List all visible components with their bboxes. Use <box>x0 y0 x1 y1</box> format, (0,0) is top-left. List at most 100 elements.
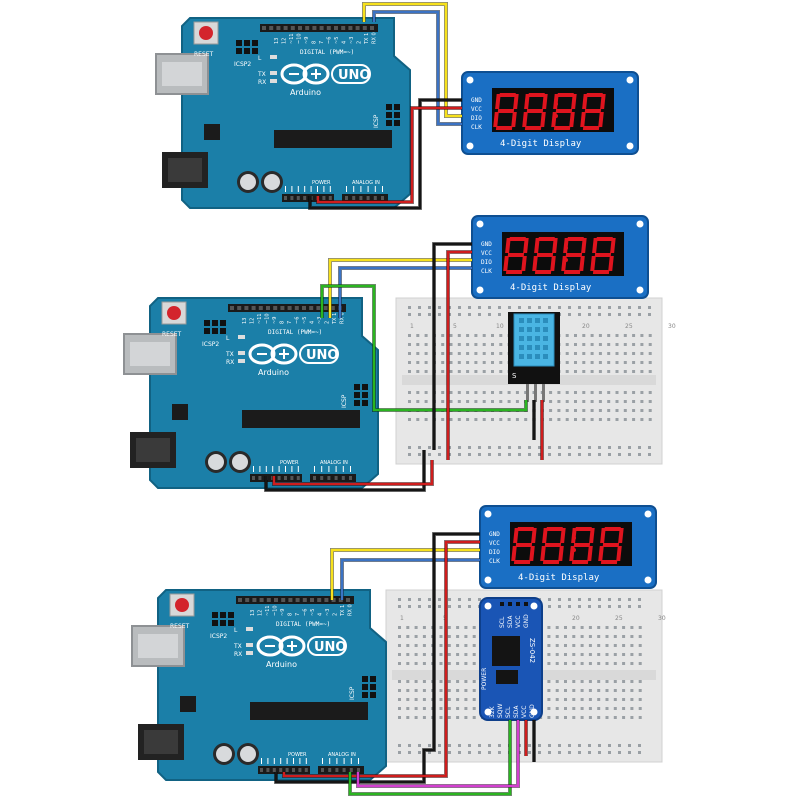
icsp-label: ICSP <box>373 114 380 128</box>
pin-number: 4 <box>310 321 316 324</box>
power-header <box>258 766 310 774</box>
atmega-chip <box>250 702 368 720</box>
segment <box>569 112 575 127</box>
rtc-bottom-pin-label: GND <box>529 704 536 718</box>
mount-hole <box>636 220 644 228</box>
icsp2-label: ICSP2 <box>210 633 227 640</box>
infinity-logo-left <box>248 343 276 365</box>
uno-badge <box>299 344 339 364</box>
infinity-logo-right <box>278 635 306 657</box>
segment <box>582 94 588 109</box>
segment <box>542 94 548 109</box>
segment <box>507 253 525 257</box>
wire-dio-1 <box>372 10 462 126</box>
pin-number: TX 1 <box>332 313 338 325</box>
segment <box>590 256 596 271</box>
segment <box>604 527 621 531</box>
brand-label: Arduino <box>290 88 321 97</box>
pin-number: ~9 <box>304 37 310 44</box>
analog-label: ANALOG IN <box>352 180 380 186</box>
uno-label: UNO <box>306 348 339 363</box>
segment <box>531 528 537 543</box>
wire-clk-3 <box>330 548 480 600</box>
display-pin-label: GND <box>489 531 500 538</box>
segment <box>571 560 589 564</box>
analog-header <box>342 194 388 202</box>
segment <box>505 238 511 253</box>
uno-label: UNO <box>338 68 371 83</box>
column-number: 20 <box>572 615 580 622</box>
wire-sda-3 <box>356 720 520 788</box>
pin-number: 12 <box>258 610 264 616</box>
segment <box>495 94 501 109</box>
pin-number: 7 <box>319 41 325 44</box>
segment <box>493 112 499 127</box>
regulator-chip <box>204 124 220 140</box>
wire-gnd-1 <box>308 98 462 210</box>
pin-number: ~9 <box>280 609 286 616</box>
mount-hole <box>466 142 474 150</box>
analog-label: ANALOG IN <box>320 460 348 466</box>
rtc-bottom-pin-label: 32K <box>489 705 496 718</box>
segment <box>581 238 587 253</box>
segment <box>542 560 560 564</box>
segment <box>524 126 542 130</box>
segment <box>509 237 526 241</box>
rtc-chip-label: ZS-042 <box>528 638 536 663</box>
segment <box>608 256 614 271</box>
wire-gnd-3 <box>274 532 480 784</box>
pin-number: RX 0 <box>340 312 346 324</box>
column-number: 1 <box>410 323 414 330</box>
pin-number: RX 0 <box>372 32 378 44</box>
segment <box>584 109 602 113</box>
segment <box>586 93 603 97</box>
colon-dot <box>554 102 558 106</box>
segment <box>495 126 513 130</box>
led-label: L <box>258 55 262 62</box>
column-number: 10 <box>496 323 504 330</box>
dht-pin-label: S <box>512 372 517 380</box>
digital-label: DIGITAL (PWM=~) <box>268 329 322 336</box>
led-label: TX <box>225 351 234 358</box>
mount-hole <box>530 602 538 610</box>
pin-number: ~3 <box>349 37 355 44</box>
segment <box>567 237 584 241</box>
pin-number: ~11 <box>265 605 271 616</box>
wire-clk-1 <box>362 2 462 118</box>
wire-gnd-2a <box>432 242 472 450</box>
pin-number: ~10 <box>297 33 303 44</box>
atmega-chip <box>274 130 392 148</box>
segment <box>610 238 616 253</box>
segment <box>522 112 528 127</box>
pin-number: ~6 <box>303 609 309 616</box>
display-pin-label: DIO <box>471 115 482 122</box>
segment <box>592 270 610 274</box>
display-pin-label: GND <box>481 241 492 248</box>
segment <box>618 528 624 543</box>
mount-hole <box>484 510 492 518</box>
rtc-top-pin-label: SCL <box>499 616 506 628</box>
display-pin-label: VCC <box>481 250 492 257</box>
wire-vcc-2a <box>446 250 472 460</box>
power-label: POWER <box>280 460 299 466</box>
digital-header <box>228 304 346 312</box>
segment <box>594 253 612 257</box>
dht-sensor: S <box>508 312 560 402</box>
column-number: 1 <box>400 615 404 622</box>
mount-hole <box>484 708 492 716</box>
pin-number: 7 <box>287 321 293 324</box>
reset-label: RESET <box>170 623 190 630</box>
pin-number: ~6 <box>327 37 333 44</box>
display-pin-label: DIO <box>481 259 492 266</box>
segment <box>521 256 527 271</box>
pin-number: 8 <box>288 613 294 616</box>
column-number: 5 <box>453 323 457 330</box>
pin-number: ~9 <box>272 317 278 324</box>
segment <box>560 528 566 543</box>
segment <box>596 237 613 241</box>
pin-number: 4 <box>318 613 324 616</box>
